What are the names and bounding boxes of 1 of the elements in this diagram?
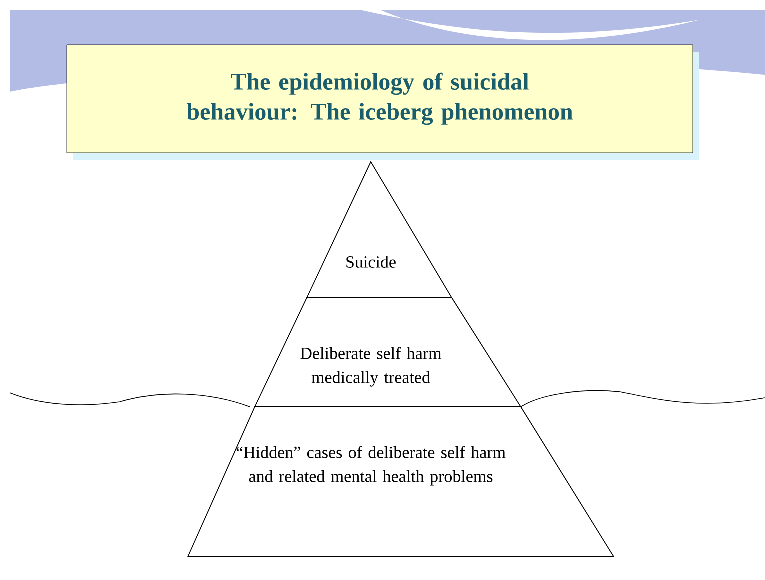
title-box: The epidemiology of suicidal behaviour: The iceberg phenomenon (66, 44, 699, 160)
